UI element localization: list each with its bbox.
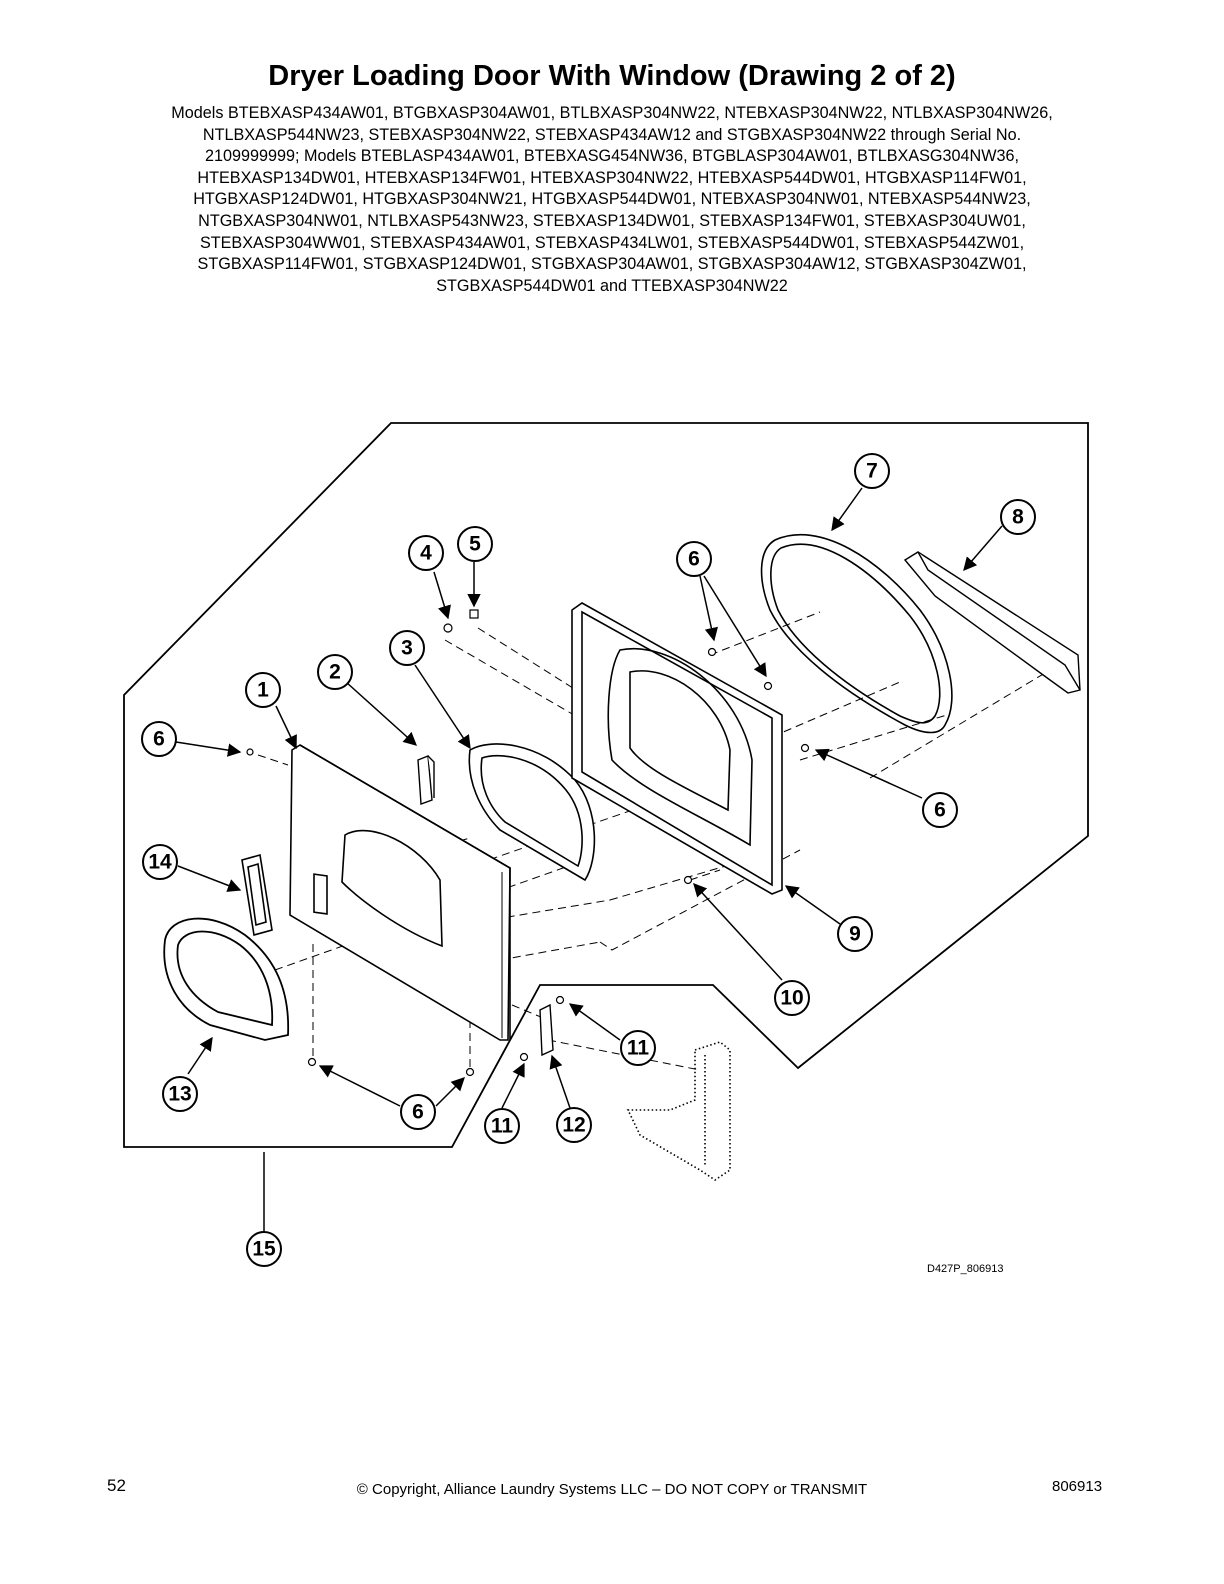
model-line: Models BTEBXASP434AW01, BTGBXASP304AW01,… [171, 104, 1053, 122]
callout-14 [142, 844, 178, 880]
callout-number: 11 [627, 1037, 650, 1060]
callout-13 [162, 1076, 198, 1112]
callout-number: 3 [401, 637, 413, 660]
hinge [539, 1003, 554, 1057]
model-line: NTLBXASP544NW23, STEBXASP304NW22, STEBXA… [202, 125, 1022, 144]
callout-number: 4 [420, 542, 432, 565]
callout-number: 1 [257, 679, 269, 702]
callout-number: 13 [168, 1083, 191, 1106]
assembly-boundary [123, 422, 1089, 1148]
door-gasket [760, 534, 953, 734]
model-line: STEBXASP304WW01, STEBXASP434AW01, STEBXA… [199, 233, 1025, 252]
callout-6a [141, 721, 177, 757]
callout-number: 11 [491, 1115, 514, 1138]
callout-6b [676, 541, 712, 577]
callout-4 [408, 535, 444, 571]
window-glass [163, 917, 290, 1041]
model-line: 2109999999; Models BTEBLASP434AW01, BTEB… [205, 147, 1019, 166]
callout-8 [1000, 499, 1036, 535]
callout-15 [246, 1231, 282, 1267]
callout-6d [400, 1094, 436, 1130]
bezel-insert [241, 853, 273, 937]
model-line: STGBXASP114FW01, STGBXASP124DW01, STGBXA… [197, 255, 1027, 274]
page-number: 52 [107, 1476, 126, 1495]
callout-number: 8 [1012, 506, 1024, 529]
callout-2 [317, 654, 353, 690]
latch-bracket [417, 755, 435, 805]
inner-door-liner [571, 602, 783, 895]
callout-3 [389, 630, 425, 666]
callout-10 [774, 980, 810, 1016]
callout-11a [620, 1030, 656, 1066]
callout-number: 15 [252, 1238, 276, 1261]
callout-number: 12 [562, 1114, 585, 1137]
callout-number: 9 [849, 923, 861, 946]
drawing-id: D427P_806913 [927, 1263, 1003, 1275]
model-line: HTEBXASP134DW01, HTEBXASP134FW01, HTEBXA… [197, 168, 1027, 187]
model-line: HTGBXASP124DW01, HTGBXASP304NW21, HTGBXA… [193, 190, 1031, 209]
callout-number: 6 [688, 548, 700, 571]
callout-9 [837, 916, 873, 952]
callout-6c [922, 792, 958, 828]
model-line: STGBXASP544DW01 and TTEBXASP304NW22 [436, 276, 788, 295]
model-line: NTGBXASP304NW01, NTLBXASP543NW23, STEBXA… [198, 211, 1026, 230]
copyright-notice: © Copyright, Alliance Laundry Systems LL… [356, 1481, 868, 1498]
door-outer-panel [289, 744, 511, 1041]
callout-number: 6 [934, 799, 946, 822]
leader-lines [175, 487, 1003, 1232]
document-number: 806913 [1052, 1478, 1103, 1495]
callout-1 [245, 672, 281, 708]
door-handle [903, 551, 1081, 694]
callout-5 [457, 526, 493, 562]
callout-7 [854, 453, 890, 489]
callout-11b [484, 1108, 520, 1144]
callout-number: 2 [329, 661, 341, 684]
screws [246, 609, 810, 1077]
callout-12 [556, 1107, 592, 1143]
callout-number: 10 [780, 987, 803, 1010]
callout-number: 6 [412, 1101, 424, 1124]
inner-window-frame [468, 743, 596, 882]
callout-number: 6 [153, 728, 165, 751]
callout-number: 5 [469, 533, 481, 556]
page-title: Dryer Loading Door With Window (Drawing … [268, 60, 956, 92]
model-list: Models BTEBXASP434AW01, BTGBXASP304AW01,… [112, 103, 1112, 297]
callout-number: 7 [866, 460, 878, 483]
callout-number: 14 [148, 851, 172, 874]
